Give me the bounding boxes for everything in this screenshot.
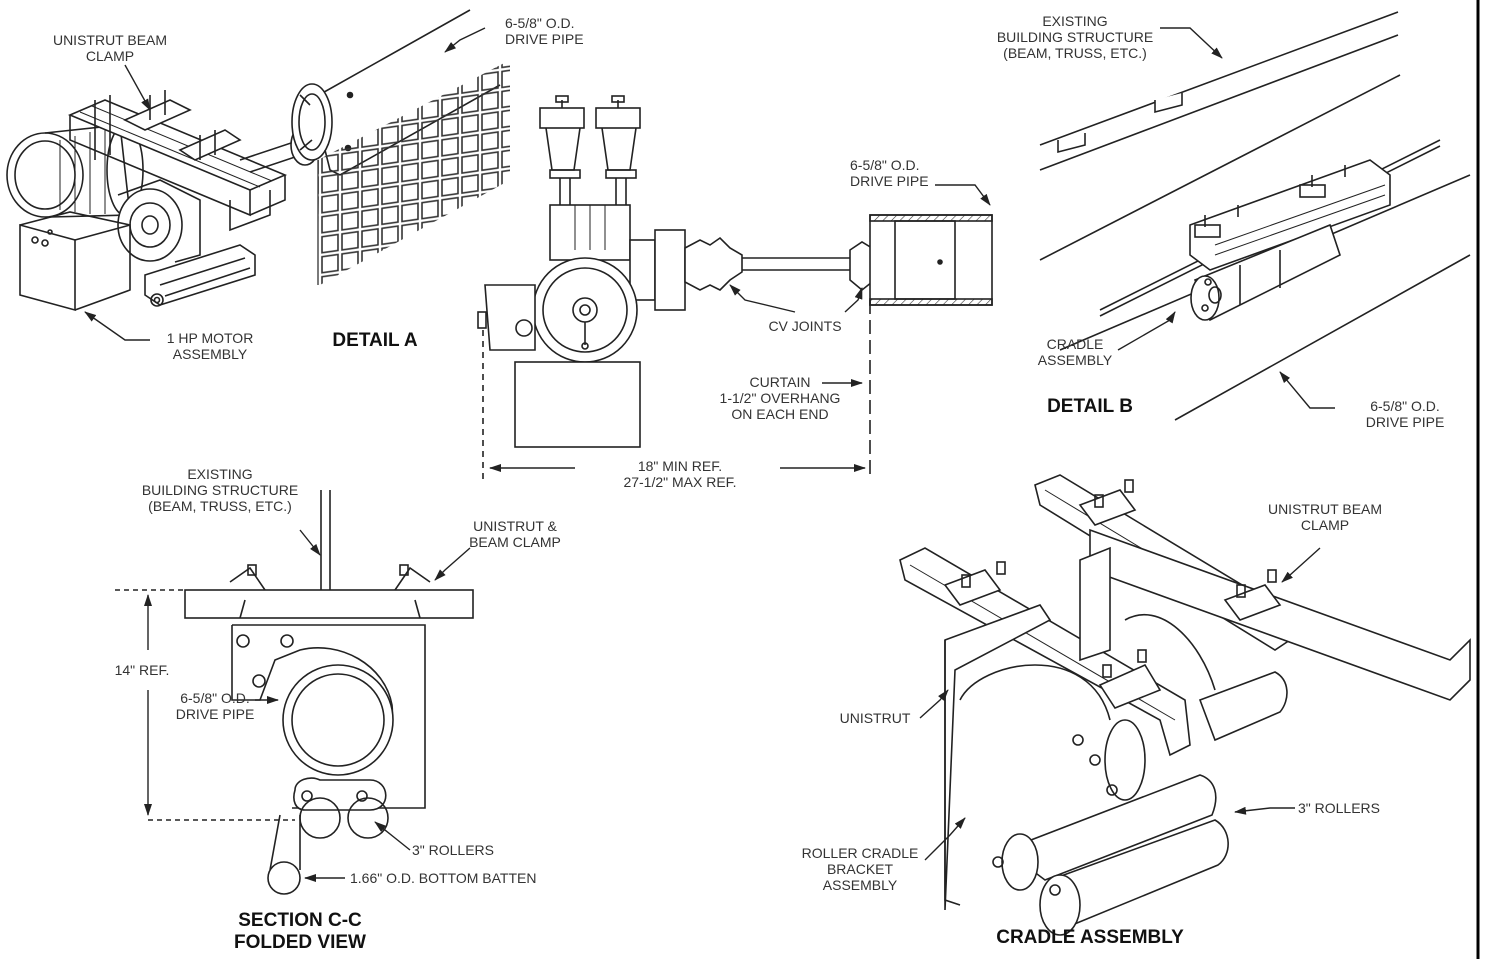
detail-a-motor-isometric — [6, 90, 320, 312]
detail-a-front-view — [477, 95, 993, 480]
label-unistrut-beam-clamp-c: UNISTRUT &BEAM CLAMP — [469, 518, 561, 550]
detail-b-leaders — [1117, 27, 1335, 409]
label-rollers-cradle: 3" ROLLERS — [1298, 800, 1381, 816]
detail-a-leaders — [84, 27, 486, 341]
title-detail-a: DETAIL A — [332, 330, 418, 351]
section-cc-dimensions — [115, 529, 471, 882]
label-drive-pipe-c: 6-5/8" O.D.DRIVE PIPE — [175, 690, 255, 722]
cradle-leaders — [919, 547, 1321, 861]
detail-a-drive-pipe — [291, 9, 510, 285]
label-unistrut: UNISTRUT — [839, 710, 911, 726]
label-dimension-min-max: 18" MIN REF.27-1/2" MAX REF. — [623, 458, 737, 490]
label-drive-pipe-a-top: 6-5/8" O.D.DRIVE PIPE — [505, 15, 584, 47]
label-cv-joints: CV JOINTS — [768, 318, 842, 334]
detail-a-dimensions — [489, 184, 991, 472]
label-drive-pipe-b: 6-5/8" O.D.DRIVE PIPE — [1365, 398, 1445, 430]
title-cradle-assembly: CRADLE ASSEMBLY — [996, 927, 1184, 948]
detail-b-view — [1039, 11, 1471, 421]
label-bottom-batten: 1.66" O.D. BOTTOM BATTEN — [350, 870, 537, 886]
label-drive-pipe-a-mid: 6-5/8" O.D.DRIVE PIPE — [850, 157, 929, 189]
label-rollers-c: 3" ROLLERS — [412, 842, 495, 858]
label-14-ref: 14" REF. — [114, 662, 170, 678]
cradle-assembly-view — [899, 474, 1471, 936]
title-detail-b: DETAIL B — [1047, 396, 1133, 417]
section-cc-view — [184, 490, 474, 895]
